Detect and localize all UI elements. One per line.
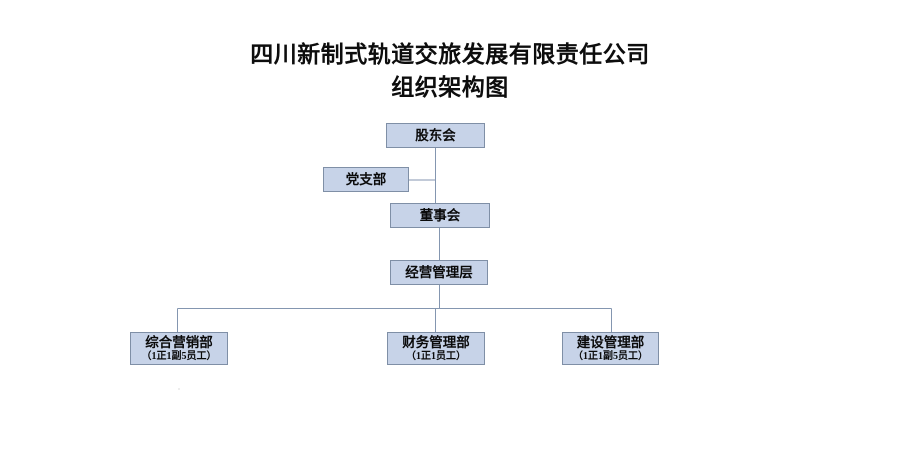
node-management-label: 经营管理层: [405, 264, 473, 280]
background-speck: [178, 388, 180, 390]
node-board-label: 董事会: [419, 207, 461, 223]
node-shareholders-label: 股东会: [415, 127, 456, 143]
chart-title-line-2: 组织架构图: [391, 73, 509, 100]
chart-title-line-1: 四川新制式轨道交旅发展有限责任公司: [250, 41, 650, 67]
node-department-marketing-staffing: （1正1副5员工）: [141, 350, 217, 362]
node-department-construction-label: 建设管理部: [576, 334, 645, 350]
node-department-construction[interactable]: 建设管理部 （1正1副5员工）: [562, 332, 659, 365]
node-department-finance-label: 财务管理部: [402, 334, 470, 350]
chart-title: 四川新制式轨道交旅发展有限责任公司 组织架构图: [0, 38, 900, 103]
node-party-branch[interactable]: 党支部: [323, 167, 409, 192]
node-board-of-directors[interactable]: 董事会: [390, 203, 490, 228]
node-department-marketing[interactable]: 综合营销部 （1正1副5员工）: [130, 332, 228, 365]
node-department-marketing-label: 综合营销部: [145, 334, 213, 350]
node-department-construction-staffing: （1正1副5员工）: [573, 350, 648, 362]
node-shareholders[interactable]: 股东会: [386, 123, 485, 148]
node-department-finance[interactable]: 财务管理部 （1正1员工）: [387, 332, 485, 365]
node-department-finance-staffing: （1正1员工）: [406, 350, 466, 362]
node-management-layer[interactable]: 经营管理层: [390, 260, 488, 285]
node-party-branch-label: 党支部: [345, 171, 387, 187]
